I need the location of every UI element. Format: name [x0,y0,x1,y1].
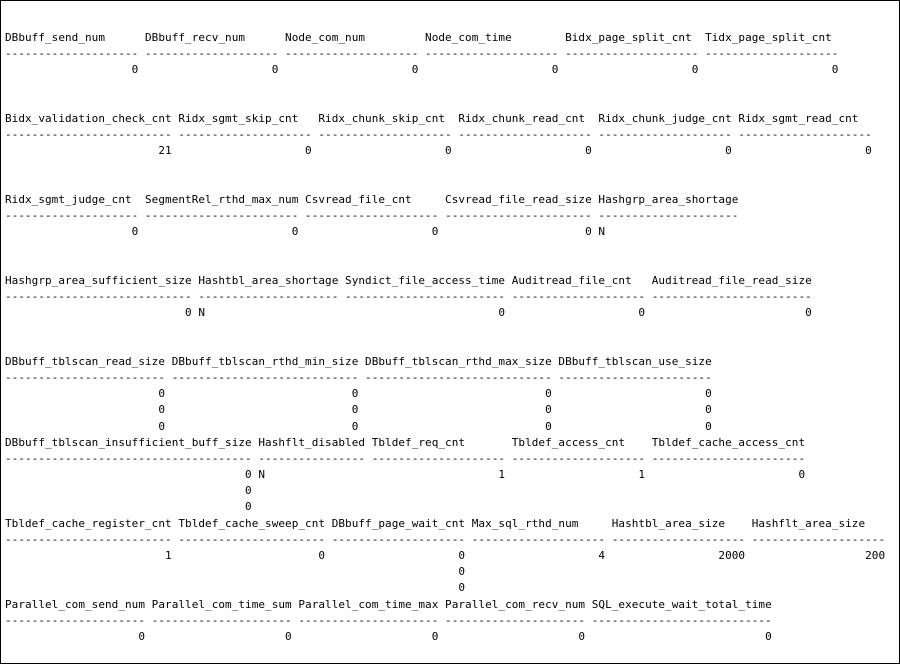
stats-block-2: Bidx_validation_check_cnt Ridx_sgmt_skip… [5,111,899,192]
separator-line: ------------------------- --------------… [5,532,886,546]
separator-line: ---------------------------- -----------… [5,290,812,303]
value-line: 1 0 0 4 2000 200 [5,549,886,562]
header-line: DBbuff_send_num DBbuff_recv_num Node_com… [5,31,839,44]
blank-line [5,338,899,354]
header-line: Hashgrp_area_sufficient_size Hashtbl_are… [5,273,812,287]
blank-line [5,645,899,661]
stats-block-7: Tbldef_cache_register_cnt Tbldef_cache_s… [5,516,899,597]
separator-line: --------------------- ------------------… [5,613,772,627]
header-line: DBbuff_tblscan_insufficient_buff_size Ha… [5,435,806,449]
value-line: 0 [5,581,886,595]
separator-line: ------------------------ ---------------… [5,370,712,384]
value-line: 0 [5,500,806,514]
value-line: 0 N 1 1 0 [5,468,806,482]
blank-line [5,160,899,176]
blank-line [5,79,899,95]
separator-line: ------------------------------------- --… [5,451,806,465]
value-line: 0 0 0 0 [5,387,712,401]
separator-line: -------------------- -------------------… [5,209,739,223]
stats-block-4: Hashgrp_area_sufficient_size Hashtbl_are… [5,273,899,354]
value-line: 0 0 0 0 0 [5,629,772,643]
stats-block-6: DBbuff_tblscan_insufficient_buff_size Ha… [5,435,899,516]
value-line: 21 0 0 0 0 0 [5,144,872,158]
value-line: 0 0 0 0 [5,403,712,417]
value-line: 0 [5,565,886,579]
blank-line [5,240,899,256]
stats-block-8: Parallel_com_send_num Parallel_com_time_… [5,597,899,663]
header-line: Ridx_sgmt_judge_cnt SegmentRel_rthd_max_… [5,192,739,206]
value-line: 0 N 0 0 0 [5,306,812,320]
value-line: 0 0 0 0 0 0 [5,63,839,77]
value-line: 0 [5,484,806,498]
header-line: DBbuff_tblscan_read_size DBbuff_tblscan_… [5,354,712,368]
stats-block-1: DBbuff_send_num DBbuff_recv_num Node_com… [5,30,899,111]
blank-line [5,257,899,273]
blank-line [5,176,899,192]
value-line: 0 0 0 0 N [5,225,739,239]
header-line: Bidx_validation_check_cnt Ridx_sgmt_skip… [5,111,872,125]
blank-line [5,95,899,111]
header-line: Parallel_com_send_num Parallel_com_time_… [5,597,772,611]
value-line: 0 0 0 0 [5,419,712,433]
header-line: Tbldef_cache_register_cnt Tbldef_cache_s… [5,516,886,530]
separator-line: ------------------------- --------------… [5,128,872,142]
stats-block-3: Ridx_sgmt_judge_cnt SegmentRel_rthd_max_… [5,192,899,273]
separator-line: -------------------- -------------------… [5,47,839,61]
blank-line [5,321,899,337]
stats-block-5: DBbuff_tblscan_read_size DBbuff_tblscan_… [5,354,899,435]
